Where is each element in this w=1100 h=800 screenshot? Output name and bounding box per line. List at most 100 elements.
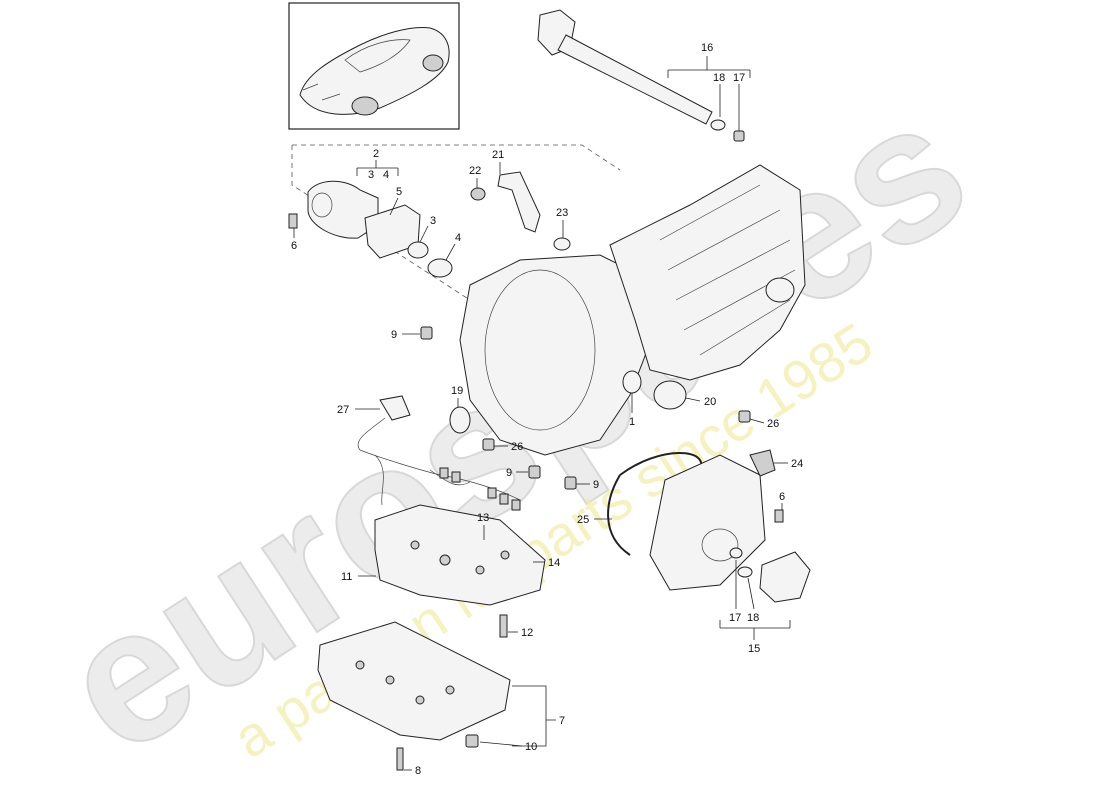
callout-20: 20 [704,396,716,408]
leader-3b [419,225,429,243]
dashed-zone-outline [291,144,621,301]
drive-shaft-body [557,34,713,125]
harness-plug-1 [439,467,449,479]
callout-3b: 3 [430,215,436,227]
flange-bore [311,192,333,218]
callout-6-right: 6 [779,491,785,503]
callout-10: 10 [525,741,537,753]
pan-hole-4 [445,685,455,695]
callout-12: 12 [521,627,533,639]
callout-17-top: 17 [733,72,745,84]
oil-pan-body [317,621,511,741]
harness-plug-4 [499,493,509,505]
callout-16: 16 [701,42,713,54]
bolt-6-left [288,213,298,229]
output-flange-15 [759,551,811,603]
car-rear-wheel [422,54,444,72]
car-headlight [302,83,341,101]
output-flange-right [765,277,795,303]
bolt-6-right [774,509,784,523]
valve-hole-2 [439,554,451,566]
gearbox-case [609,164,806,381]
leader-10 [479,741,523,747]
callout-15: 15 [748,643,760,655]
leader-lines [293,56,791,771]
plug-17-top [733,130,745,142]
valve-hole-4 [500,550,510,560]
callout-27: 27 [337,404,349,416]
sensor-24 [749,449,776,477]
valve-hole-1 [410,540,420,550]
leader-4b [445,243,456,261]
leader-26-right [749,418,765,424]
callout-13: 13 [477,512,489,524]
callout-26-right: 26 [767,418,779,430]
diff-cover-bore [701,528,739,562]
callout-23: 23 [556,207,568,219]
final-drive-cover [607,449,811,603]
callout-7: 7 [559,715,565,727]
callout-9-upper: 9 [391,329,397,341]
leader-18-bottom [747,577,755,610]
callout-14: 14 [548,557,560,569]
drive-shaft [537,9,745,142]
callout-1: 1 [629,416,635,428]
vehicle-thumbnail [288,2,460,130]
leader-2 [356,160,399,176]
seal-20 [653,380,687,410]
bell-housing-opening [484,269,596,431]
callout-3a: 3 [368,169,374,181]
drive-shaft-oring-18 [710,119,726,131]
callout-2: 2 [373,148,379,160]
washer-23 [553,237,571,251]
seal-17-bottom [729,547,743,559]
bolt-12 [499,614,508,638]
pan-hole-2 [385,675,395,685]
harness-plug-5 [511,499,521,511]
callout-19: 19 [451,385,463,397]
callout-18-top: 18 [713,72,725,84]
seal-19 [449,406,471,434]
oring-18-bottom [737,566,753,578]
leader-5 [389,197,399,216]
callout-9-middle: 9 [506,467,512,479]
gearbox-ribs [659,184,796,356]
car-windshield [344,39,411,73]
seal-3 [407,241,429,259]
callout-26-left: 26 [511,441,523,453]
callout-4a: 4 [383,169,389,181]
callout-5: 5 [396,186,402,198]
harness-plug-2 [451,471,461,483]
bell-housing [459,254,656,456]
housing-assembly [288,180,453,278]
valve-body [374,504,546,638]
plug-9-lower [564,476,577,490]
valve-body-plate [374,504,546,606]
harness-plug-3 [487,487,497,499]
callout-6-left: 6 [291,240,297,252]
bracket-assembly [470,171,571,251]
callout-25: 25 [577,514,589,526]
plug-9-upper [420,326,433,340]
callout-8: 8 [415,765,421,777]
callout-21: 21 [492,149,504,161]
callout-4b: 4 [455,232,461,244]
callout-9-lower: 9 [593,479,599,491]
bracket-21 [497,171,541,233]
harness-cable [357,417,521,506]
callout-labels: 16 18 17 2 3 4 5 3 4 6 21 22 23 9 19 27 … [291,42,803,777]
wiring-harness [357,395,521,511]
leader-7 [512,685,556,747]
gearbox-housing [449,164,806,456]
callout-17-bottom: 17 [729,612,741,624]
seal-1 [622,370,642,394]
seal-4 [427,258,453,278]
callout-11: 11 [341,571,352,583]
plug-9-middle [528,465,541,479]
oil-pan [317,621,511,771]
leader-16 [667,56,751,78]
callout-24: 24 [791,458,803,470]
callout-22: 22 [469,165,481,177]
plug-26-left [482,438,495,451]
